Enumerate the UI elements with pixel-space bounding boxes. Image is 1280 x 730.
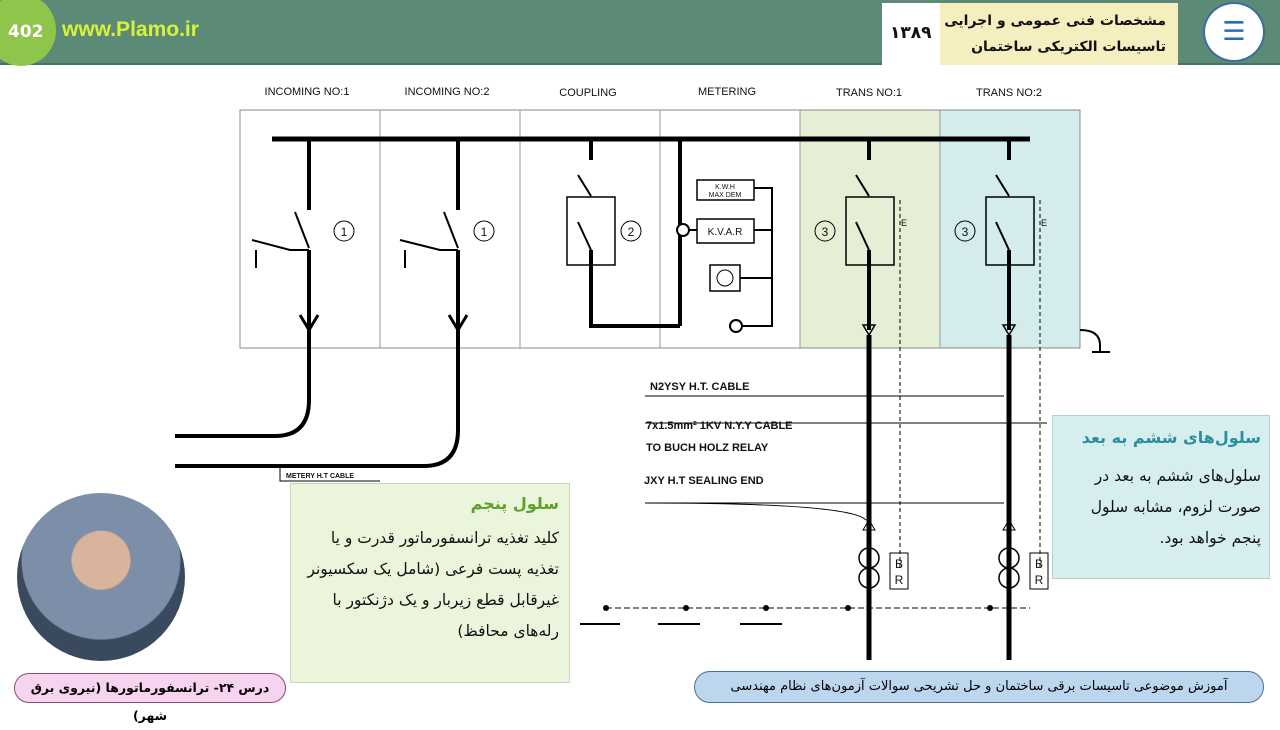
book-title-line2: تاسیسات الکتریکی ساختمان	[971, 39, 1166, 55]
panel-label: METERING	[698, 86, 756, 98]
fifth-cell-note: سلول پنجم کلید تغذیه ترانسفورماتور قدرت …	[290, 483, 570, 683]
br-b-label: B	[895, 557, 903, 571]
metering-cable-label: METERY H.T CABLE	[286, 473, 354, 480]
header-bar: 402 www.Plamo.ir ۱۳۸۹ مشخصات فنی عمومی و…	[0, 0, 1280, 66]
sixth-cell-title: سلول‌های ششم به بعد	[1081, 428, 1261, 447]
circle-number: 3	[962, 225, 969, 239]
meter-maxdem-label: MAX DEM	[709, 192, 742, 199]
meter-kvar-label: K.V.A.R	[708, 227, 743, 238]
cable-label: JXY H.T SEALING END	[644, 475, 764, 487]
relay-e-label: E	[1041, 218, 1047, 228]
sixth-cell-note: سلول‌های ششم به بعد سلول‌های ششم به بعد …	[1052, 415, 1270, 579]
cable-label: 7x1.5mm² 1KV N.Y.Y CABLE	[646, 420, 793, 432]
meter-kwh-label: K.W.H	[715, 184, 735, 191]
single-line-diagram: INCOMING NO:1 INCOMING NO:2 COUPLING MET…	[175, 86, 1110, 665]
lesson-title-badge: درس ۲۴- ترانسفورماتورها (نیروی برق شهر)	[14, 673, 286, 723]
book-year: ۱۳۸۹	[890, 23, 932, 43]
fifth-cell-text: کلید تغذیه ترانسفورماتور قدرت و یا تغذیه…	[307, 529, 559, 640]
br-b-label: B	[1035, 557, 1043, 571]
panel-label: INCOMING NO:2	[405, 86, 490, 98]
page-number: 402	[0, 0, 56, 66]
site-url[interactable]: www.Plamo.ir	[62, 18, 199, 41]
sixth-cell-text: سلول‌های ششم به بعد در صورت لزوم، مشابه …	[1090, 467, 1261, 547]
cable-label: TO BUCH HOLZ RELAY	[646, 442, 769, 454]
br-r-label: R	[895, 573, 904, 587]
fifth-cell-title: سلول پنجم	[470, 494, 559, 513]
panel-label: INCOMING NO:1	[265, 86, 350, 98]
circle-number: 3	[822, 225, 829, 239]
relay-e-label: E	[901, 218, 907, 228]
circle-number: 2	[628, 225, 635, 239]
book-title-line1: مشخصات فنی عمومی و اجرایی	[944, 13, 1166, 29]
circle-number: 1	[341, 225, 348, 239]
br-r-label: R	[1035, 573, 1044, 587]
panel-label: COUPLING	[559, 87, 616, 99]
wifi-book-icon: ☰	[1203, 2, 1265, 62]
course-title-badge: آموزش موضوعی تاسیسات برقی ساختمان و حل ت…	[694, 671, 1264, 703]
panel-label: TRANS NO:2	[976, 87, 1042, 99]
presenter-video	[17, 493, 185, 661]
circle-number: 1	[481, 225, 488, 239]
panel-label: TRANS NO:1	[836, 87, 902, 99]
cable-label: N2YSY H.T. CABLE	[650, 381, 749, 393]
book-title-box: ۱۳۸۹ مشخصات فنی عمومی و اجرایی تاسیسات ا…	[882, 3, 1178, 65]
